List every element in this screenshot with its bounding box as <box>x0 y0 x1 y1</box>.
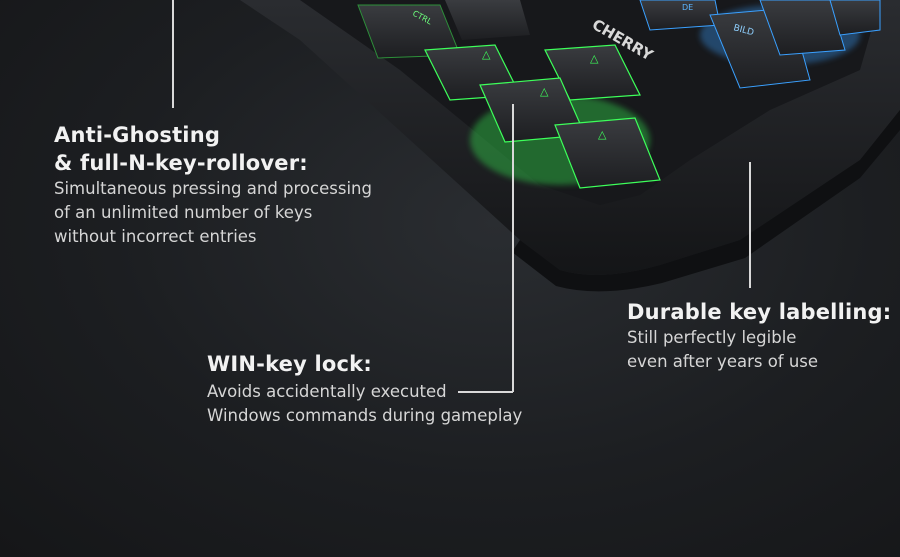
durable-labelling-description: Still perfectly legible even after years… <box>627 326 887 374</box>
key-right-2 <box>759 0 846 56</box>
anti-ghosting-text-line3: without incorrect entries <box>54 227 257 246</box>
svg-text:△: △ <box>590 52 599 65</box>
anti-ghosting-title-line2: & full-N-key-rollover: <box>54 151 308 175</box>
svg-text:△: △ <box>482 48 491 61</box>
keyboard-bevel <box>512 110 900 292</box>
durable-text-line1: Still perfectly legible <box>627 328 797 347</box>
durable-text-line2: even after years of use <box>627 352 819 371</box>
key-top-2 <box>445 0 530 40</box>
anti-ghosting-title-line1: Anti-Ghosting <box>54 123 221 147</box>
svg-text:△: △ <box>540 85 549 98</box>
win-key-text-line1: Avoids accidentally executed <box>207 382 447 401</box>
callout-line-anti-ghosting <box>172 0 174 108</box>
win-key-text-line2: Windows commands during gameplay <box>207 406 523 425</box>
win-key-lock-description: Avoids accidentally executed Windows com… <box>207 380 547 428</box>
durable-labelling-title: Durable key labelling: <box>627 300 892 324</box>
win-key-lock-title: WIN-key lock: <box>207 352 372 376</box>
svg-text:DE: DE <box>682 3 693 12</box>
callout-line-win-horizontal <box>458 391 513 393</box>
anti-ghosting-title: Anti-Ghosting & full-N-key-rollover: <box>54 121 354 177</box>
key-right-3 <box>829 0 881 36</box>
anti-ghosting-text-line2: of an unlimited number of keys <box>54 203 313 222</box>
anti-ghosting-description: Simultaneous pressing and processing of … <box>54 177 394 249</box>
svg-text:△: △ <box>598 128 607 141</box>
key-arrow-right: △ <box>554 117 661 189</box>
callout-line-win-vertical <box>512 104 514 392</box>
key-de: DE <box>639 0 721 31</box>
callout-line-labelling <box>749 162 751 288</box>
anti-ghosting-text-line1: Simultaneous pressing and processing <box>54 179 372 198</box>
